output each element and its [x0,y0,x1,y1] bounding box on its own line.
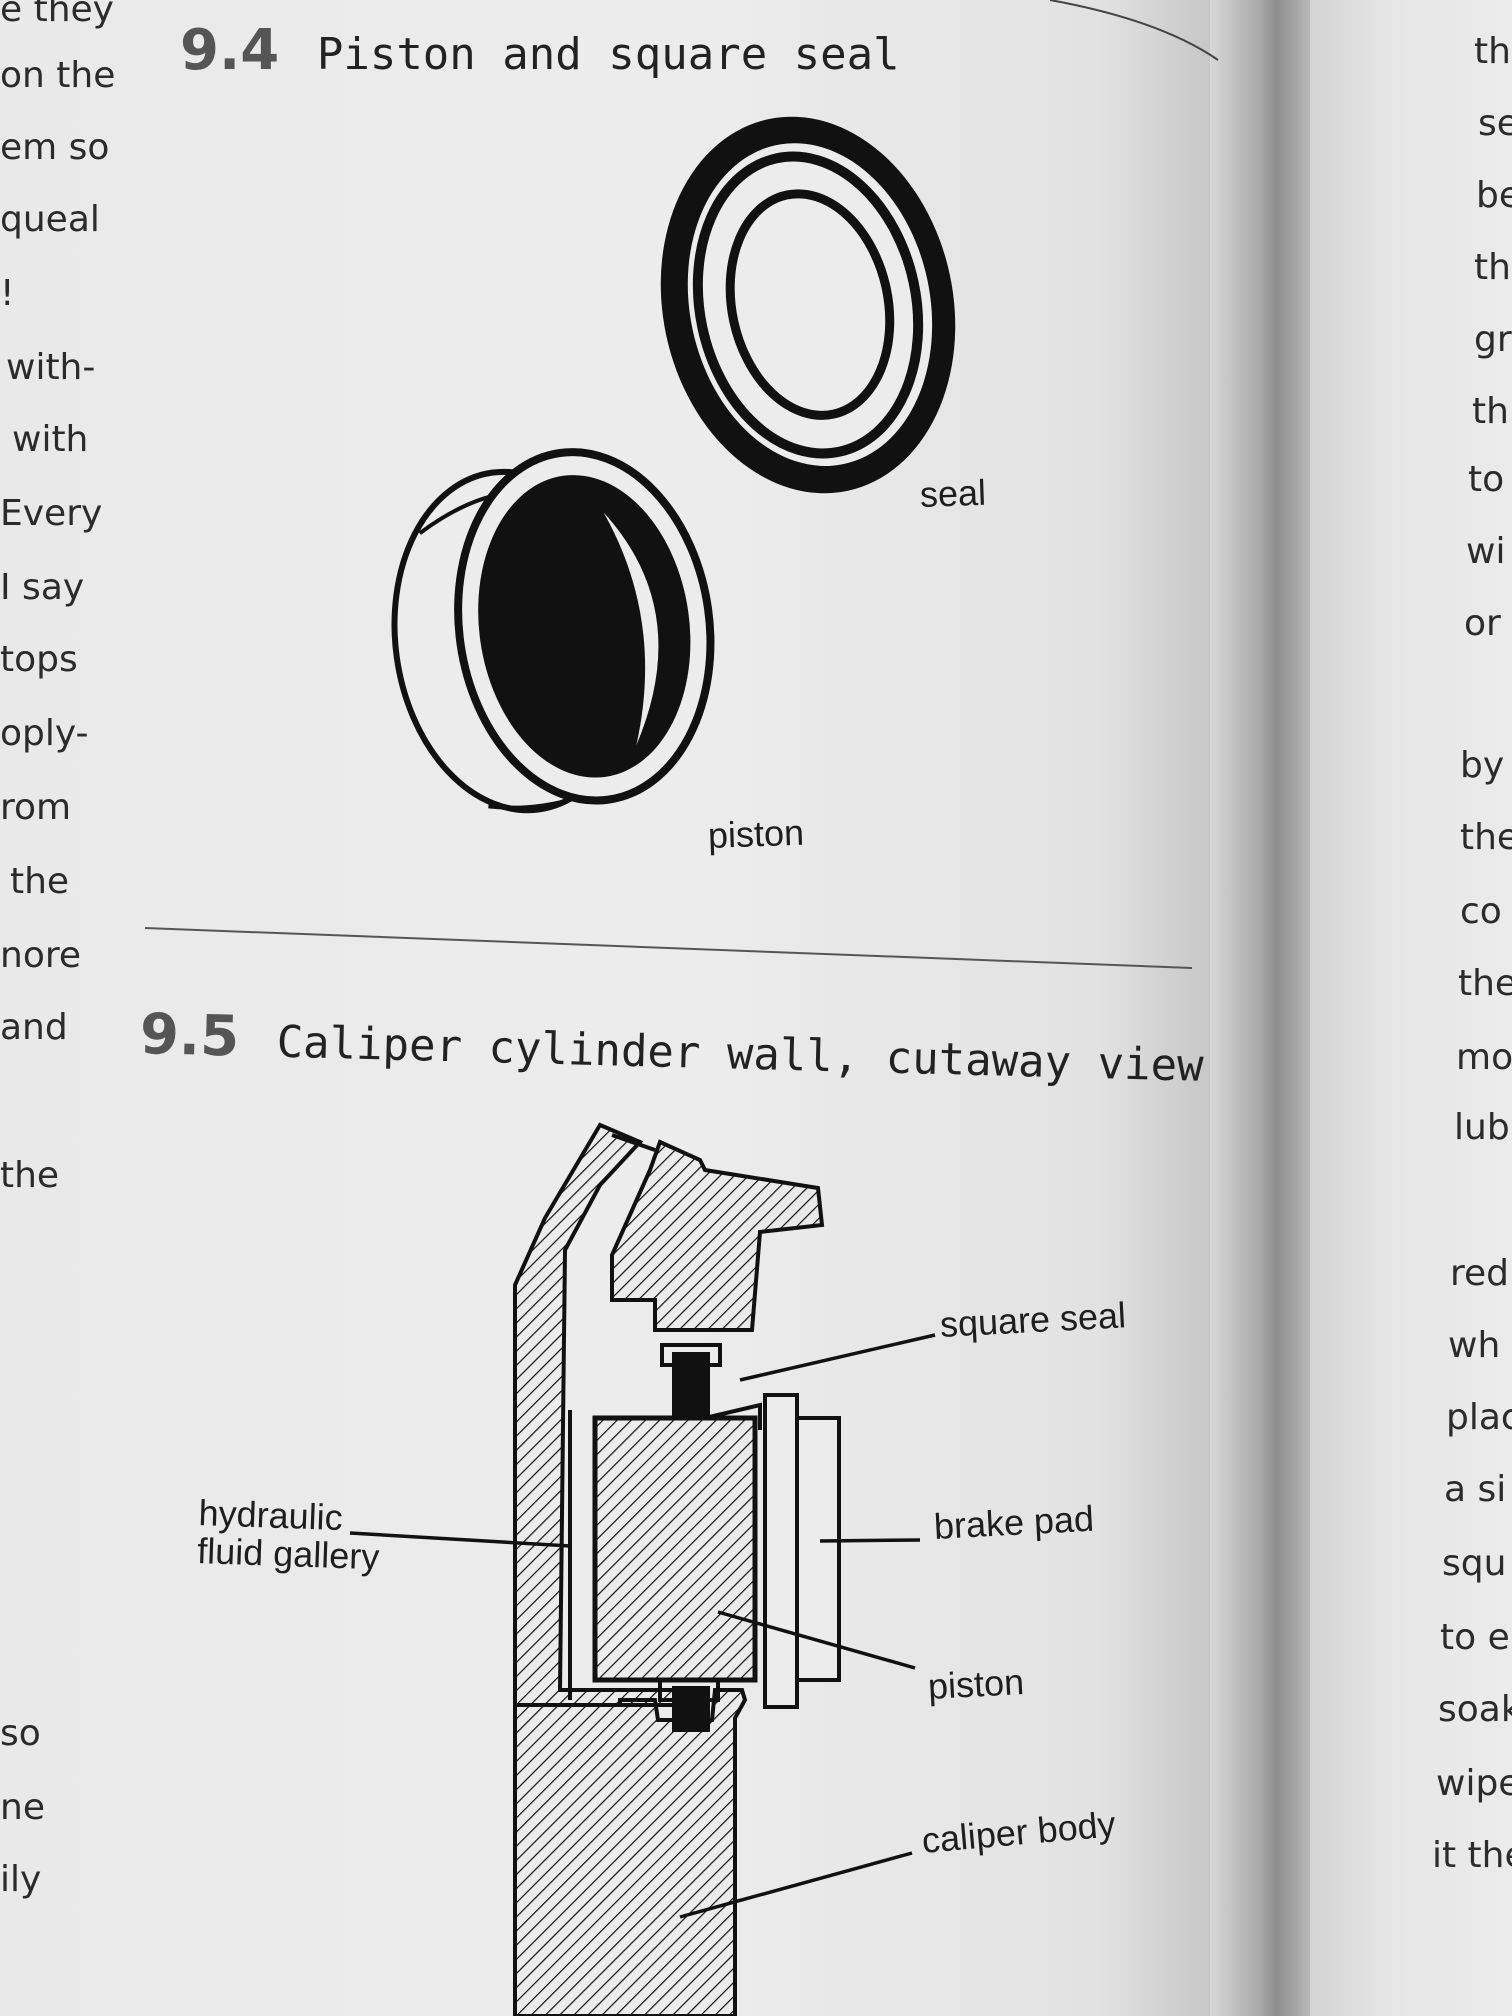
left-fragment: ily [0,1859,42,1900]
right-fragment: co [1460,891,1502,932]
piston-cylinder [391,448,715,814]
right-fragment: to e [1440,1617,1510,1658]
right-fragment: it the [1432,1835,1512,1876]
brake-pad-label: brake pad [932,1497,1095,1547]
left-fragment: so [0,1713,41,1754]
left-fragment: em so [0,127,110,168]
right-fragment: or [1464,603,1501,644]
right-fragment: wi [1466,531,1506,572]
figure-9-4-heading: 9.4 Piston and square seal [180,18,900,83]
seal-ring [660,116,956,494]
left-fragment: the [10,861,70,902]
left-fragment: ! [0,273,15,314]
left-fragment: ne [0,1787,45,1828]
left-fragment: on the [0,55,116,96]
right-fragment: red [1450,1253,1510,1294]
left-fragment: oply- [0,713,89,754]
left-fragment: I say [0,567,85,608]
right-fragment: squ [1442,1543,1507,1584]
right-fragment: lub [1454,1107,1510,1148]
section-divider [144,927,1193,969]
left-fragment: queal [0,199,100,240]
right-fragment: wh [1448,1325,1501,1366]
caliper-cutaway-illustration [349,1122,936,2016]
right-fragment: the [1458,963,1512,1004]
right-fragment: to [1468,459,1505,500]
right-fragment: gr [1474,319,1512,360]
left-fragment: the [0,1155,60,1196]
left-fragment: Every [0,493,103,534]
figure-number: 9.5 [139,1002,241,1070]
left-fragment: e they [0,0,114,30]
right-fragment: soak [1438,1689,1512,1730]
right-fragment: th [1474,247,1511,288]
right-fragment: be [1476,175,1512,216]
right-fragment: th [1474,31,1511,72]
figure-number: 9.4 [180,18,280,83]
book-gutter [1210,0,1320,2016]
right-fragment: by [1460,745,1505,786]
book-page-right [1310,0,1512,2016]
piston-label: piston [707,811,805,856]
label-line: fluid gallery [196,1529,381,1578]
right-fragment: mo [1456,1037,1512,1078]
figure-title: Piston and square seal [316,29,900,80]
right-fragment: th [1472,391,1509,432]
left-fragment: nore [0,935,81,976]
right-fragment: plac [1446,1397,1512,1438]
left-fragment: with- [6,347,96,388]
right-fragment: se [1478,103,1512,144]
left-fragment: rom [0,787,72,828]
left-fragment: and [0,1007,68,1048]
piston-label: piston [926,1661,1025,1707]
right-fragment: wipe [1436,1763,1512,1804]
seal-label: seal [919,471,987,515]
right-fragment: a si [1444,1469,1507,1510]
right-fragment: the [1460,817,1512,858]
hydraulic-fluid-gallery-label: hydraulic fluid gallery [196,1492,382,1578]
left-fragment: tops [0,639,78,680]
page-curve-line [1049,0,1219,61]
left-fragment: with [12,419,89,460]
